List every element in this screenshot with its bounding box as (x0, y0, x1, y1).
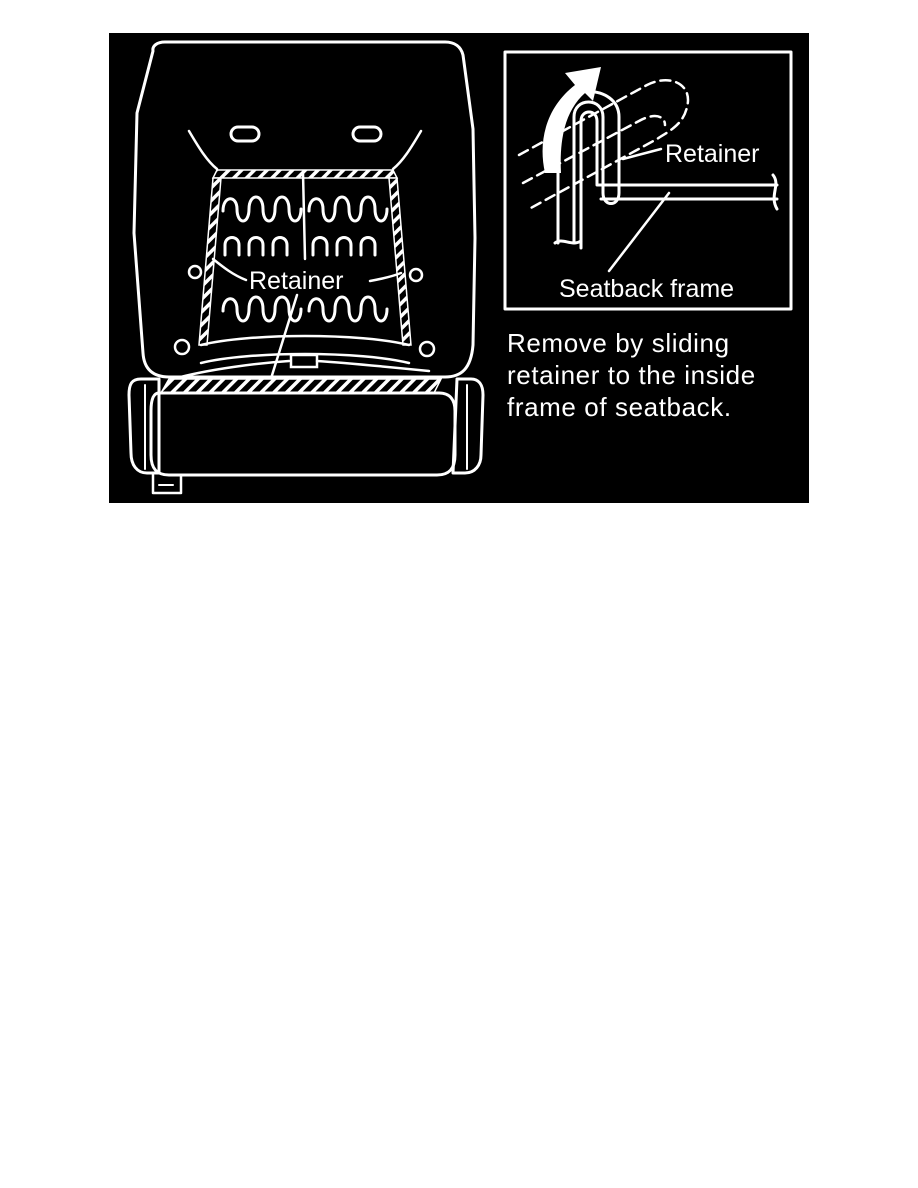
seatback-frame-label: Seatback frame (559, 275, 734, 303)
wavy-springs (221, 195, 389, 323)
contour-left (187, 129, 219, 171)
connector (289, 353, 319, 369)
retainer-label-seat: Retainer (249, 267, 344, 295)
bolt-circle-right-lower (418, 340, 436, 358)
bolt-circle-left-upper (187, 264, 203, 280)
cushion-hatch (159, 378, 443, 394)
wire (171, 359, 291, 381)
seatback-frame-leader (607, 191, 671, 273)
instruction-line-3: frame of seatback. (507, 392, 732, 422)
retainer-dashed-outline (517, 79, 690, 211)
retainer-dashed-inner (521, 114, 667, 185)
headrest-slot-left (229, 125, 261, 143)
retainer-hook (556, 90, 621, 245)
seatback-outline (132, 40, 477, 379)
seat-removal-figure: Retainer (109, 33, 809, 503)
seatback-frame-shape (579, 110, 779, 250)
instruction-line-1: Remove by sliding (507, 328, 730, 358)
retainer-leader-left (211, 257, 248, 282)
hatched-frame (198, 169, 412, 346)
frame-bottom-break (553, 239, 583, 245)
retainer-detail-leader (621, 147, 663, 161)
seat-cushion (149, 391, 457, 477)
center-seam (301, 171, 307, 261)
instruction-text: Remove by sliding retainer to the inside… (507, 327, 807, 423)
bolt-circle-left-lower (173, 338, 191, 356)
retainer-leader-down (267, 293, 299, 387)
side-rail-right (451, 377, 485, 475)
instruction-line-2: retainer to the inside (507, 360, 756, 390)
seat-diagram: Retainer (127, 40, 793, 495)
contour-right (391, 129, 423, 171)
retainer-leader-right (368, 271, 403, 283)
side-rail-left (127, 377, 161, 475)
bottom-bracket (151, 473, 183, 495)
lower-curve-1 (199, 334, 411, 347)
bolt-circle-right-upper (408, 267, 424, 283)
retainer-label-detail: Retainer (665, 140, 760, 168)
headrest-slot-right (351, 125, 383, 143)
detail-inset-box (503, 50, 793, 311)
wire-right (315, 359, 431, 373)
frame-break-mark (771, 173, 779, 211)
